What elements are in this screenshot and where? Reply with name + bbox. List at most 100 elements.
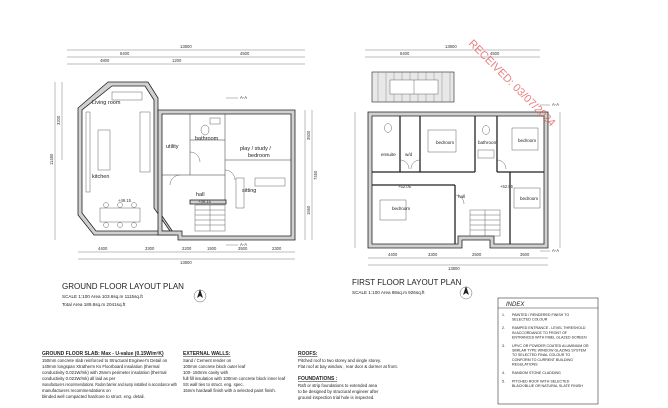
index-item-text: CONFORM TO CURRENT BUILDING — [512, 358, 573, 362]
notes-external-walls-line: Sand / Cement render on — [183, 358, 232, 363]
first-floor-title: FIRST FLOOR LAYOUT PLAN — [352, 278, 462, 287]
index-item-text: TO SELECTED FINAL COLOUR TO — [512, 353, 570, 357]
dim-bottom-d: 1500 — [207, 246, 217, 251]
ff-room-ensuite: ensuite — [381, 152, 396, 157]
index-item-text: RANDOM STONE CLADDING — [512, 371, 561, 375]
room-hall: hall — [196, 192, 205, 198]
notes-ground-slab-line: 140mm longspan Xtratherm Ks Floorboard i… — [42, 364, 160, 369]
ground-floor-total: Total Area 189.8sq.m 2041sq.ft — [62, 302, 126, 307]
ff-room-bedroom-3: bedroom — [392, 206, 410, 211]
notes-roofs-title: ROOFS: — [298, 351, 318, 357]
index-item-text: SIMILAR TYPE WINDOW GLAZING SYSTEM — [512, 349, 586, 353]
notes-external-walls-line: SS wall ties to struct. eng. spec. — [183, 382, 244, 387]
ground-floor-scale: SCALE 1:100 Area 103.6sq.m 1115sq.ft — [62, 294, 144, 299]
notes-ground-slab-line: blinded well compacted hardcore to struc… — [42, 394, 145, 399]
dim-top-c: 4800 — [100, 58, 110, 63]
ff-section-bottom: A-A — [552, 248, 559, 253]
notes-ground-slab-line: manufacturers recommendations. Radon bar… — [42, 382, 177, 387]
room-utility: utility — [166, 144, 179, 150]
notes-foundations-title: FOUNDATIONS : — [298, 376, 338, 382]
ground-floor-plan: 13800 8400 4500 4800 1200 — [49, 44, 318, 307]
dim-bottom-e: 3500 — [238, 246, 248, 251]
ff-dim-bottom-a: 4400 — [388, 252, 398, 257]
notes-ground-slab-line: 150mm concrete slab reinforced to Struct… — [42, 358, 168, 363]
index-item-text: RAMPED ENTRANCE - LEVEL THRESHOLD — [512, 326, 586, 330]
ff-dim-bottom-overall: 13800 — [448, 266, 460, 271]
notes-foundations-line: Raft or strip foundations to extended ar… — [298, 383, 378, 388]
dim-right-b: 1560 — [306, 205, 311, 215]
section-marker-bottom: A-A — [240, 242, 247, 247]
first-floor-plan: 13800 8400 4500 — [352, 44, 561, 300]
index-item-text: PAINTED / RENDERED FINISH TO — [512, 313, 569, 317]
index-item-number: 2. — [502, 326, 505, 330]
notes-external-walls-title: EXTERNAL WALLS: — [183, 351, 231, 357]
ff-level-a: +52.05 — [398, 184, 412, 189]
notes-external-walls-line: 100- 150mm cavity with — [183, 370, 229, 375]
specification-notes: GROUND FLOOR SLAB: Max - U-value (0.15W/… — [42, 351, 398, 400]
index-item-text: IN ACCORDANCE TO FRONT OF — [512, 331, 568, 335]
index-item-text: REGULATIONS — [512, 362, 538, 366]
notes-external-walls-line: 100mm concrete block outer leaf — [183, 364, 246, 369]
dim-bottom-a: 4400 — [98, 246, 108, 251]
ff-room-wardrobe: w/d — [405, 152, 413, 157]
index-item-text: ENTRANCES WITH FIBEL GLAZED SCREEN — [512, 335, 587, 339]
notes-ground-slab-line: conductivity 0.021W/mk) with 25mm perime… — [42, 370, 166, 375]
dim-top-b: 4500 — [240, 51, 250, 56]
level-hall: +49.15 — [198, 199, 212, 204]
notes-roofs-line: Flat roof at bay window , rear door & do… — [298, 364, 398, 369]
dim-bottom-overall: 13800 — [180, 260, 192, 265]
ff-room-hall: hall — [458, 194, 465, 199]
notes-ground-slab-title: GROUND FLOOR SLAB: Max - U-value (0.15W/… — [42, 351, 164, 357]
index-item-number: 3. — [502, 344, 505, 348]
ff-dim-top-a: 8400 — [400, 51, 410, 56]
level-dining: +49.15 — [118, 198, 132, 203]
index-panel: INDEX 1. PAINTED / RENDERED FINISH TOSELE… — [497, 297, 599, 405]
index-item-number: 5. — [502, 380, 505, 384]
ff-room-bedroom-4: bedroom — [520, 196, 538, 201]
section-marker-top: A-A — [240, 95, 247, 100]
dim-bottom-c: 2200 — [182, 246, 192, 251]
index-item-text: PITCHED ROOF WITH SELECTED — [512, 380, 570, 384]
ff-room-bedroom-2: bedroom — [518, 138, 536, 143]
ground-floor-title: GROUND FLOOR LAYOUT PLAN — [62, 282, 184, 291]
dim-bottom-f: 2300 — [272, 246, 282, 251]
index-item-text: SELECTED COLOUR — [512, 318, 548, 322]
notes-foundations-line: to be designed by structural engineer af… — [298, 389, 379, 394]
notes-external-walls-line: 15mm hardwall finish with a selected pai… — [183, 388, 276, 393]
first-floor-scale: SCALE 1:100 Area 86sq.m 926sq.ft — [352, 290, 425, 295]
notes-ground-slab-line: conductivity 0.021W/mk) all laid as per — [42, 376, 116, 381]
dim-left-a: 3200 — [56, 115, 61, 125]
notes-foundations-line: ground inspection trial hole is inspecte… — [298, 395, 374, 400]
notes-roofs-line: Pitched roof to two storey and single st… — [298, 358, 381, 363]
ff-dim-bottom-d: 3500 — [520, 252, 530, 257]
ff-dim-top-overall: 13800 — [445, 44, 457, 49]
ff-level-b: +52.05 — [500, 184, 514, 189]
ff-room-bedroom-1: bedroom — [436, 140, 454, 145]
index-item-number: 4. — [502, 371, 505, 375]
dim-left-overall: 11480 — [49, 153, 54, 165]
ff-dim-bottom-c: 2500 — [472, 252, 482, 257]
dim-top-overall: 13800 — [180, 44, 192, 49]
ff-room-bath: bathroom — [478, 140, 498, 145]
ff-section-top: A-A — [552, 102, 559, 107]
dim-top-a: 8400 — [120, 51, 130, 56]
room-kitchen: kitchen — [92, 174, 109, 180]
notes-ground-slab-line: manufacturers recommendations on — [42, 388, 111, 393]
dim-bottom-b: 3300 — [145, 246, 155, 251]
dim-top-d: 1200 — [172, 58, 182, 63]
dim-right-a: 3500 — [306, 130, 311, 140]
ff-dim-top-b: 4500 — [490, 51, 500, 56]
index-title: INDEX — [506, 302, 525, 308]
room-sitting: sitting — [242, 188, 256, 194]
room-living: Living room — [92, 100, 121, 106]
index-item-text: UPVC OR POWDER COATED ALUMINIUM OR — [512, 344, 589, 348]
room-bathroom: bathroom — [195, 136, 219, 142]
index-item-text: BLACK/BLUE OR NATURAL SLATE FINISH — [512, 384, 583, 388]
index-item-number: 1. — [502, 313, 505, 317]
room-play-bedroom: bedroom — [248, 153, 270, 159]
ff-dim-bottom-b: 3300 — [428, 252, 438, 257]
room-play-study: play / study / — [240, 146, 271, 152]
notes-external-walls-line: full fill insulation with 100mm concrete… — [183, 376, 286, 381]
dim-right-overall: 7450 — [313, 170, 318, 180]
